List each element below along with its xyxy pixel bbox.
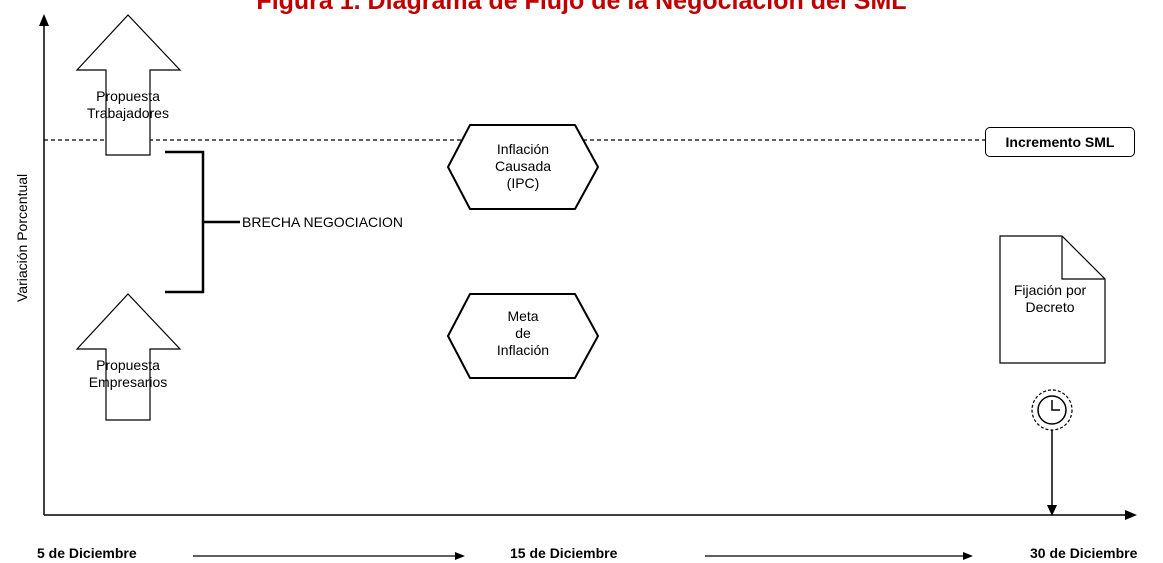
clock-icon	[1031, 389, 1073, 431]
date-start-label: 5 de Diciembre	[37, 545, 137, 561]
clock-down-arrowhead	[1047, 505, 1057, 516]
x-axis-arrowhead	[1125, 510, 1137, 520]
inflacion-causada-line3: (IPC)	[506, 175, 540, 191]
date-mid-label: 15 de Diciembre	[510, 545, 618, 561]
empresarios-label-line2: Empresarios	[88, 374, 168, 390]
empresarios-label-line1: Propuesta	[96, 357, 160, 373]
document-icon	[999, 235, 1106, 364]
brecha-negociacion-label: BRECHA NEGOCIACION	[242, 214, 404, 230]
trabajadores-label-line2: Trabajadores	[87, 105, 169, 121]
fijacion-line1: Fijación por	[1013, 282, 1087, 298]
meta-inflacion-line2: de	[515, 325, 531, 341]
inflacion-causada-line2: Causada	[494, 158, 552, 174]
brecha-bracket	[165, 150, 205, 294]
meta-inflacion-line3: Inflación	[496, 342, 550, 358]
incremento-sml-box: Incremento SML	[985, 127, 1135, 157]
meta-inflacion-hexagon	[447, 293, 599, 379]
meta-inflacion-line1: Meta	[507, 308, 539, 324]
empresarios-label: Propuesta Empresarios	[68, 357, 188, 391]
fijacion-line2: Decreto	[1025, 299, 1075, 315]
fijacion-decreto-label: Fijación por Decreto	[1000, 282, 1100, 316]
inflacion-causada-line1: Inflación	[496, 141, 550, 157]
date-arrowhead-2	[963, 552, 973, 560]
y-axis-label: Variación Porcentual	[14, 173, 30, 302]
trabajadores-label-line1: Propuesta	[96, 88, 160, 104]
empresarios-arrow	[75, 293, 182, 421]
date-end-label: 30 de Diciembre	[1030, 545, 1138, 561]
meta-inflacion-label: Meta de Inflación	[473, 308, 573, 359]
trabajadores-label: Propuesta Trabajadores	[68, 88, 188, 122]
trabajadores-arrow	[75, 14, 182, 156]
date-arrowhead-1	[455, 552, 465, 560]
inflacion-causada-hexagon	[447, 124, 599, 210]
inflacion-causada-label: Inflación Causada (IPC)	[473, 141, 573, 192]
y-axis-arrowhead	[39, 14, 49, 26]
diagram-title: Figura 1. Diagrama de Flujo de la Negoci…	[256, 0, 907, 15]
